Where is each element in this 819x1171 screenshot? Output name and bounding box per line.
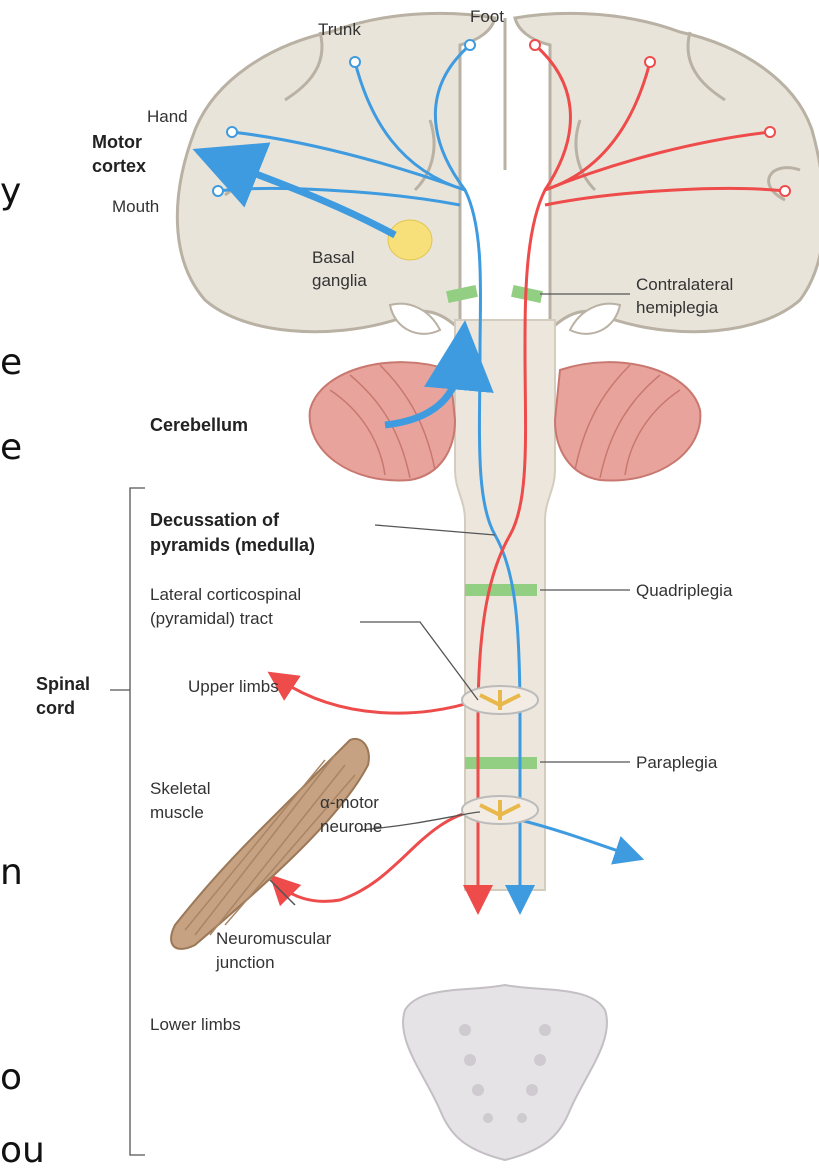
label-alpha-2: neurone [320,817,382,836]
label-lateral-1: Lateral corticospinal [150,585,301,604]
side-text-fragment: y [0,174,21,210]
side-text-fragment: o [0,1060,22,1096]
label-basal-ganglia-2: ganglia [312,271,367,290]
spinal-section-upper [462,686,538,714]
label-skeletal-2: muscle [150,803,204,822]
label-spinal-2: cord [36,698,75,718]
label-trunk: Trunk [318,20,361,39]
label-lower-limbs: Lower limbs [150,1015,241,1034]
label-skeletal-1: Skeletal [150,779,210,798]
sacrum [403,985,607,1160]
label-mouth: Mouth [112,197,159,216]
node-mouth [213,186,223,196]
label-alpha-1: α-motor [320,793,379,812]
label-lateral-2: (pyramidal) tract [150,609,273,628]
label-cerebellum: Cerebellum [150,415,248,435]
label-paraplegia: Paraplegia [636,753,718,772]
node-hand [227,127,237,137]
node-trunk [350,57,360,67]
label-motor-cortex-2: cortex [92,156,146,176]
label-quadriplegia: Quadriplegia [636,581,733,600]
lesion-quadriplegia [465,584,537,596]
node-right-mouth [780,186,790,196]
node-foot [465,40,475,50]
node-right-hand [765,127,775,137]
label-decussation-1: Decussation of [150,510,280,530]
label-hand: Hand [147,107,188,126]
label-motor-cortex-1: Motor [92,132,142,152]
spinal-section-lower [462,796,538,824]
label-contralateral-2: hemiplegia [636,298,719,317]
label-contralateral-1: Contralateral [636,275,733,294]
label-foot: Foot [470,7,504,26]
side-text-fragment: e [0,430,22,466]
label-basal-ganglia-1: Basal [312,248,355,267]
node-right-trunk [645,57,655,67]
label-spinal-1: Spinal [36,674,90,694]
label-upper-limbs: Upper limbs [188,677,279,696]
label-neuromuscular-1: Neuromuscular [216,929,332,948]
node-right-foot [530,40,540,50]
side-text-fragment: e [0,345,22,381]
lesion-paraplegia [465,757,537,769]
side-text-fragment: n [0,855,23,891]
skeletal-muscle [171,739,369,949]
basal-ganglia [388,220,432,260]
label-decussation-2: pyramids (medulla) [150,535,315,555]
side-text-fragment: ou [0,1133,45,1169]
label-neuromuscular-2: junction [215,953,275,972]
